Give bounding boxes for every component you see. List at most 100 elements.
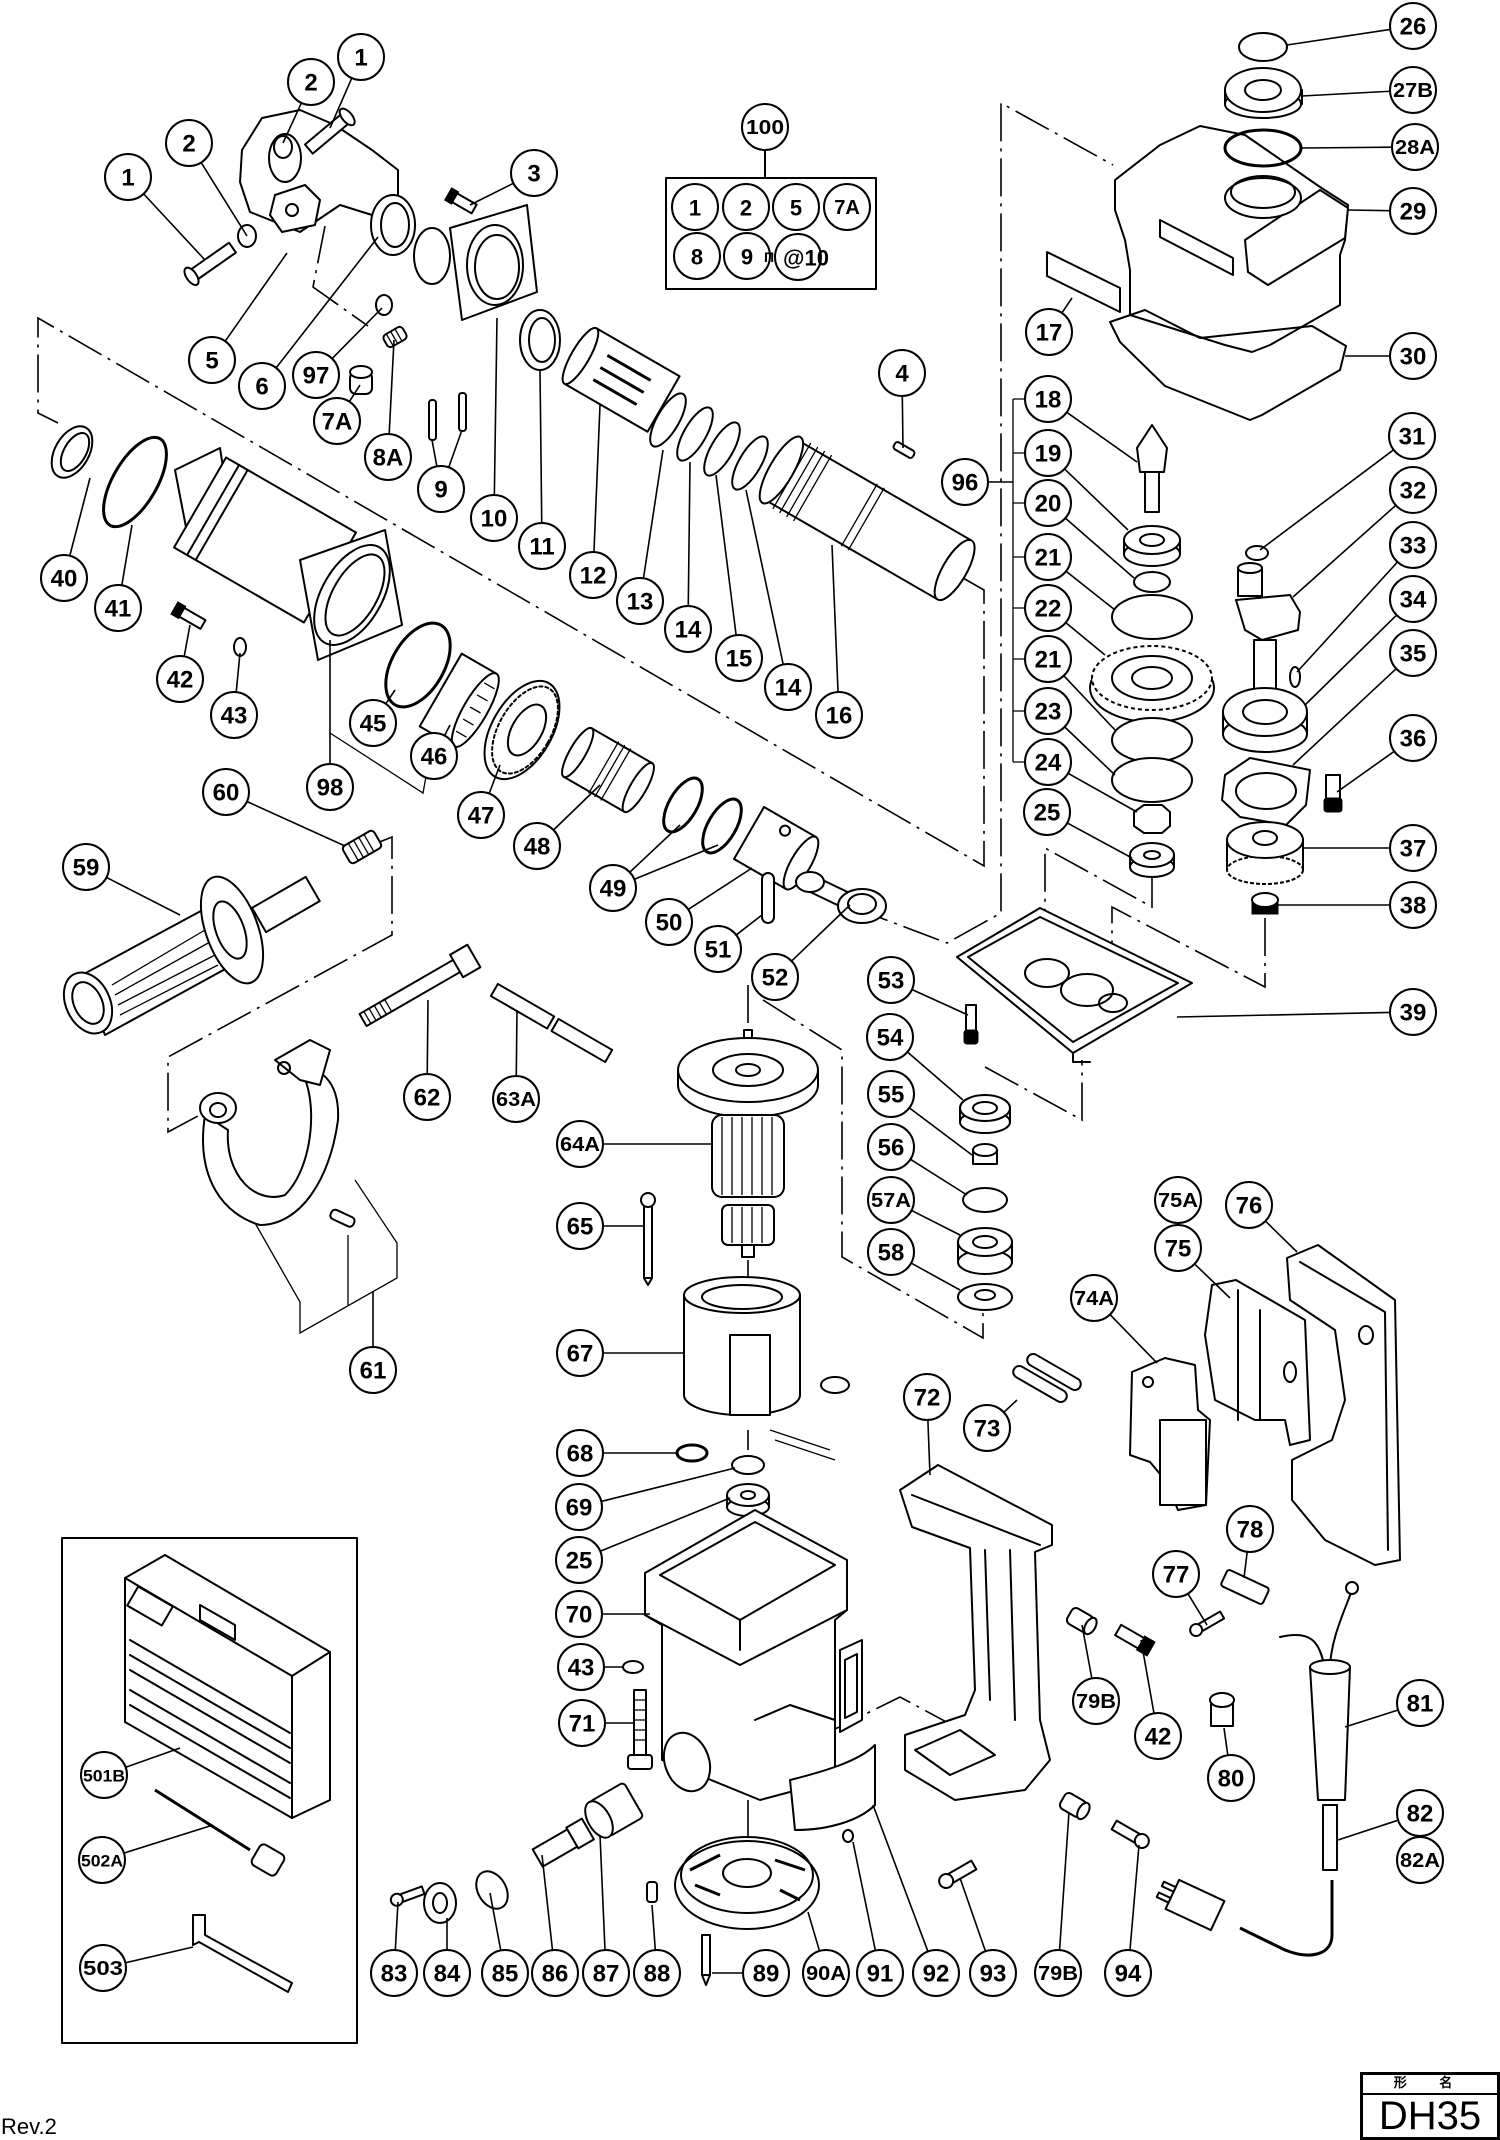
leader-line-58 xyxy=(910,1262,961,1291)
callout-86: 86 xyxy=(531,1949,579,1997)
guide-cylinder-assembly xyxy=(37,316,985,868)
callout-number: 94 xyxy=(1115,1961,1142,1988)
callout-62: 62 xyxy=(403,1073,451,1121)
callout-circle xyxy=(188,336,236,384)
part-gear-47 xyxy=(483,679,561,781)
leader-line-26 xyxy=(1286,28,1391,46)
callout-64a: 64A xyxy=(556,1120,604,1168)
callout-circle xyxy=(1154,1176,1202,1224)
callout-75a: 75A xyxy=(1154,1176,1202,1224)
callout-42: 42 xyxy=(156,655,204,703)
callout-number: 79B xyxy=(1038,1963,1078,1985)
callout-circle xyxy=(1389,466,1437,514)
leader-line-62 xyxy=(426,999,429,1075)
callout-circle xyxy=(165,119,213,167)
callout-94: 94 xyxy=(1104,1949,1152,1997)
callout-circle xyxy=(569,551,617,599)
part-gasket-30 xyxy=(1109,309,1347,421)
part-bearing-34 xyxy=(1222,687,1308,753)
callout-circle xyxy=(664,605,712,653)
leader-line-79b xyxy=(1081,1624,1093,1679)
callout-number: 77 xyxy=(1163,1562,1190,1589)
callout-81: 81 xyxy=(1396,1679,1444,1727)
part-bolt-top xyxy=(303,107,356,155)
callout-number: 35 xyxy=(1400,641,1427,668)
callout-circle xyxy=(589,864,637,912)
callout-85: 85 xyxy=(481,1949,529,1997)
leader-line-39 xyxy=(1176,1011,1391,1018)
callout-number: 49 xyxy=(600,876,627,903)
leader-line-14 xyxy=(745,489,784,665)
leader-lines xyxy=(69,28,1399,1974)
callout-48: 48 xyxy=(513,822,561,870)
callout-22: 22 xyxy=(1024,584,1072,632)
callout-circle xyxy=(410,732,458,780)
callout-number: 68 xyxy=(567,1441,594,1468)
callout-number: 86 xyxy=(542,1961,569,1988)
leader-line-2 xyxy=(200,162,248,237)
callout-43: 43 xyxy=(557,1643,605,1691)
callout-80: 80 xyxy=(1207,1754,1255,1802)
kit-item-9: 9 xyxy=(723,232,771,280)
callout-circle xyxy=(1389,2,1437,50)
leader-line-6 xyxy=(275,236,379,369)
callout-number: 501B xyxy=(83,1767,125,1786)
callout-74a: 74A xyxy=(1070,1274,1118,1322)
leader-line-18 xyxy=(1066,411,1138,463)
callout-circle xyxy=(694,925,742,973)
callout-26: 26 xyxy=(1389,2,1437,50)
callout-circle xyxy=(1391,123,1439,171)
callout-circle xyxy=(518,522,566,570)
leader-line-75 xyxy=(1194,1263,1231,1299)
part-screw-36 xyxy=(1323,774,1343,813)
callout-15: 15 xyxy=(715,634,763,682)
part-sleeve-48 xyxy=(561,726,655,814)
callout-number: 12 xyxy=(580,563,607,590)
callout-circle xyxy=(912,1949,960,1997)
leader-line-94 xyxy=(1129,1844,1140,1951)
part-needle-bearing-38 xyxy=(1251,892,1279,915)
part-stator-67 xyxy=(683,1276,850,1461)
callout-number: 100 xyxy=(746,117,784,139)
callout-circle xyxy=(764,663,812,711)
leader-line-25 xyxy=(599,1497,731,1553)
callout-number: 91 xyxy=(867,1961,894,1988)
leader-line-24 xyxy=(1067,772,1138,813)
callout-number: 21 xyxy=(1035,647,1062,674)
part-bushing-79b-lower xyxy=(1058,1792,1091,1821)
callout-number: 79B xyxy=(1076,1691,1116,1713)
callout-circle xyxy=(1152,1550,1200,1598)
callout-number: 90A xyxy=(806,1963,846,1985)
svg-text:1: 1 xyxy=(689,196,701,221)
leader-line-9 xyxy=(431,439,438,467)
callout-14: 14 xyxy=(664,605,712,653)
callout-502a: 502A xyxy=(78,1836,126,1884)
part-washer-56 xyxy=(962,1187,1008,1213)
leader-line-28a xyxy=(1301,146,1393,149)
callout-number: 54 xyxy=(877,1025,904,1052)
part-washer-21a xyxy=(1111,594,1193,640)
callout-82a: 82A xyxy=(1396,1836,1444,1884)
callout-67: 67 xyxy=(556,1329,604,1377)
callout-circle xyxy=(582,1949,630,1997)
callout-circle xyxy=(349,1346,397,1394)
leader-line-72 xyxy=(927,1419,931,1476)
part-o-ring-49a xyxy=(662,776,704,834)
leader-line-15 xyxy=(715,474,737,636)
callout-circle xyxy=(856,1949,904,1997)
leader-line-43 xyxy=(235,652,241,693)
callout-circle xyxy=(1023,788,1071,836)
callout-circle xyxy=(1389,66,1437,114)
callout-27b: 27B xyxy=(1389,66,1437,114)
callout-number: 87 xyxy=(593,1961,620,1988)
leader-line-2 xyxy=(282,102,303,144)
leader-line-79b xyxy=(1058,1811,1070,1951)
part-crank-case-cover-29 xyxy=(1114,125,1349,353)
callout-number: 42 xyxy=(1145,1724,1172,1751)
callout-41: 41 xyxy=(94,584,142,632)
part-washer-20 xyxy=(1133,571,1171,593)
callout-number: 16 xyxy=(826,703,853,730)
callout-number: 59 xyxy=(73,855,100,882)
part-washer-21b xyxy=(1111,717,1193,763)
callout-circle xyxy=(556,1120,604,1168)
